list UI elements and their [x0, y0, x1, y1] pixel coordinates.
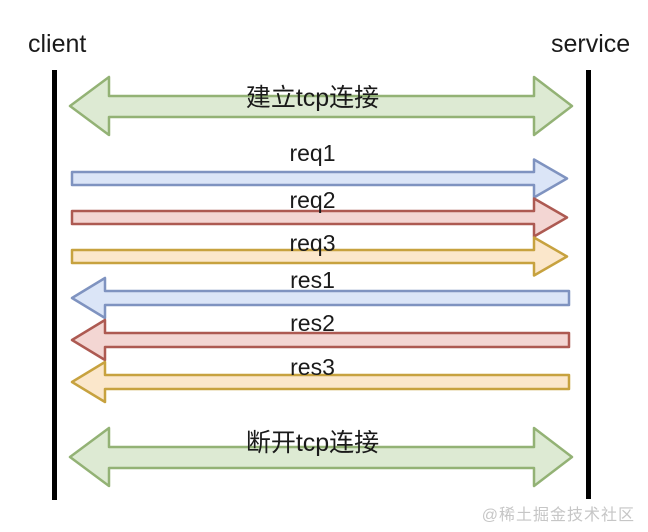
client-lifeline — [52, 70, 57, 500]
arrow-close-tcp — [68, 426, 574, 488]
arrow-label-req3: req3 — [289, 230, 336, 256]
arrow-label-establish-tcp: 建立tcp连接 — [245, 84, 380, 112]
arrow-label-res3: res3 — [290, 354, 335, 380]
arrow-label-res2: res2 — [290, 310, 335, 336]
arrow-establish-tcp — [68, 75, 574, 137]
arrow-req1 — [70, 157, 570, 200]
service-actor-label: service — [551, 30, 631, 58]
left-arrow-icon — [70, 360, 571, 404]
right-arrow-icon — [70, 197, 569, 238]
double-arrow-icon — [68, 75, 574, 137]
right-arrow-icon — [70, 158, 569, 199]
arrow-label-close-tcp: 断开tcp连接 — [245, 429, 380, 457]
arrow-res1 — [70, 276, 571, 320]
arrow-label-res1: res1 — [290, 267, 335, 293]
arrow-req3 — [70, 235, 570, 278]
service-lifeline — [586, 70, 591, 499]
arrow-label-req1: req1 — [289, 140, 336, 166]
double-arrow-icon — [68, 426, 574, 488]
arrow-req2 — [70, 196, 570, 239]
client-actor-label: client — [28, 30, 87, 58]
watermark-text: @稀土掘金技术社区 — [481, 507, 635, 524]
arrow-res2 — [70, 318, 571, 362]
right-arrow-icon — [70, 236, 569, 277]
left-arrow-icon — [70, 276, 571, 320]
arrow-label-req2: req2 — [289, 187, 336, 213]
arrow-res3 — [70, 360, 571, 404]
left-arrow-icon — [70, 318, 571, 362]
